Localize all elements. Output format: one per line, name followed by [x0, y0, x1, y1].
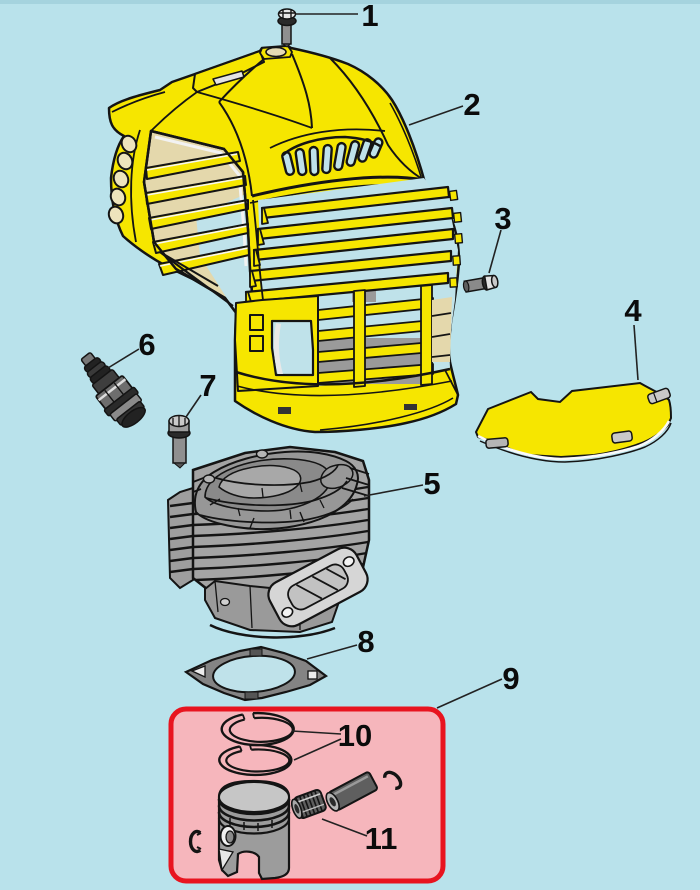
svg-text:1: 1	[361, 0, 378, 33]
svg-text:10: 10	[338, 718, 372, 753]
svg-text:9: 9	[502, 661, 519, 696]
svg-text:3: 3	[494, 201, 511, 236]
svg-text:6: 6	[138, 327, 155, 362]
svg-text:11: 11	[365, 821, 398, 856]
svg-text:2: 2	[463, 87, 480, 122]
svg-text:5: 5	[423, 466, 440, 501]
svg-text:7: 7	[199, 368, 216, 403]
svg-text:4: 4	[624, 293, 642, 328]
svg-text:8: 8	[357, 624, 374, 659]
